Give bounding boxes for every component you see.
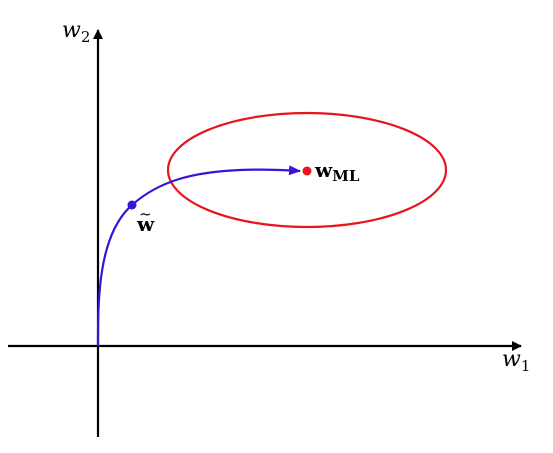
w2-label-sub: 2 [81,28,91,46]
w2-axis-label: w2 [62,18,90,46]
w-ml-label-sub: ML [332,167,360,185]
w1-label-sub: 1 [521,357,531,375]
regularization-path-curve [96,165,301,347]
w-ml-label: wML [314,158,360,185]
likelihood-contour-ellipse [166,111,448,229]
w1-axis-label: w1 [502,347,530,375]
w-tilde-accent: ~ [139,205,152,223]
w1-label-main: w [502,347,521,372]
w-tilde-label: w [136,212,155,236]
w2-label-main: w [62,18,81,43]
w-ml-point [302,166,312,176]
w-ml-label-main: w [314,158,333,182]
w-tilde-point [127,200,137,210]
